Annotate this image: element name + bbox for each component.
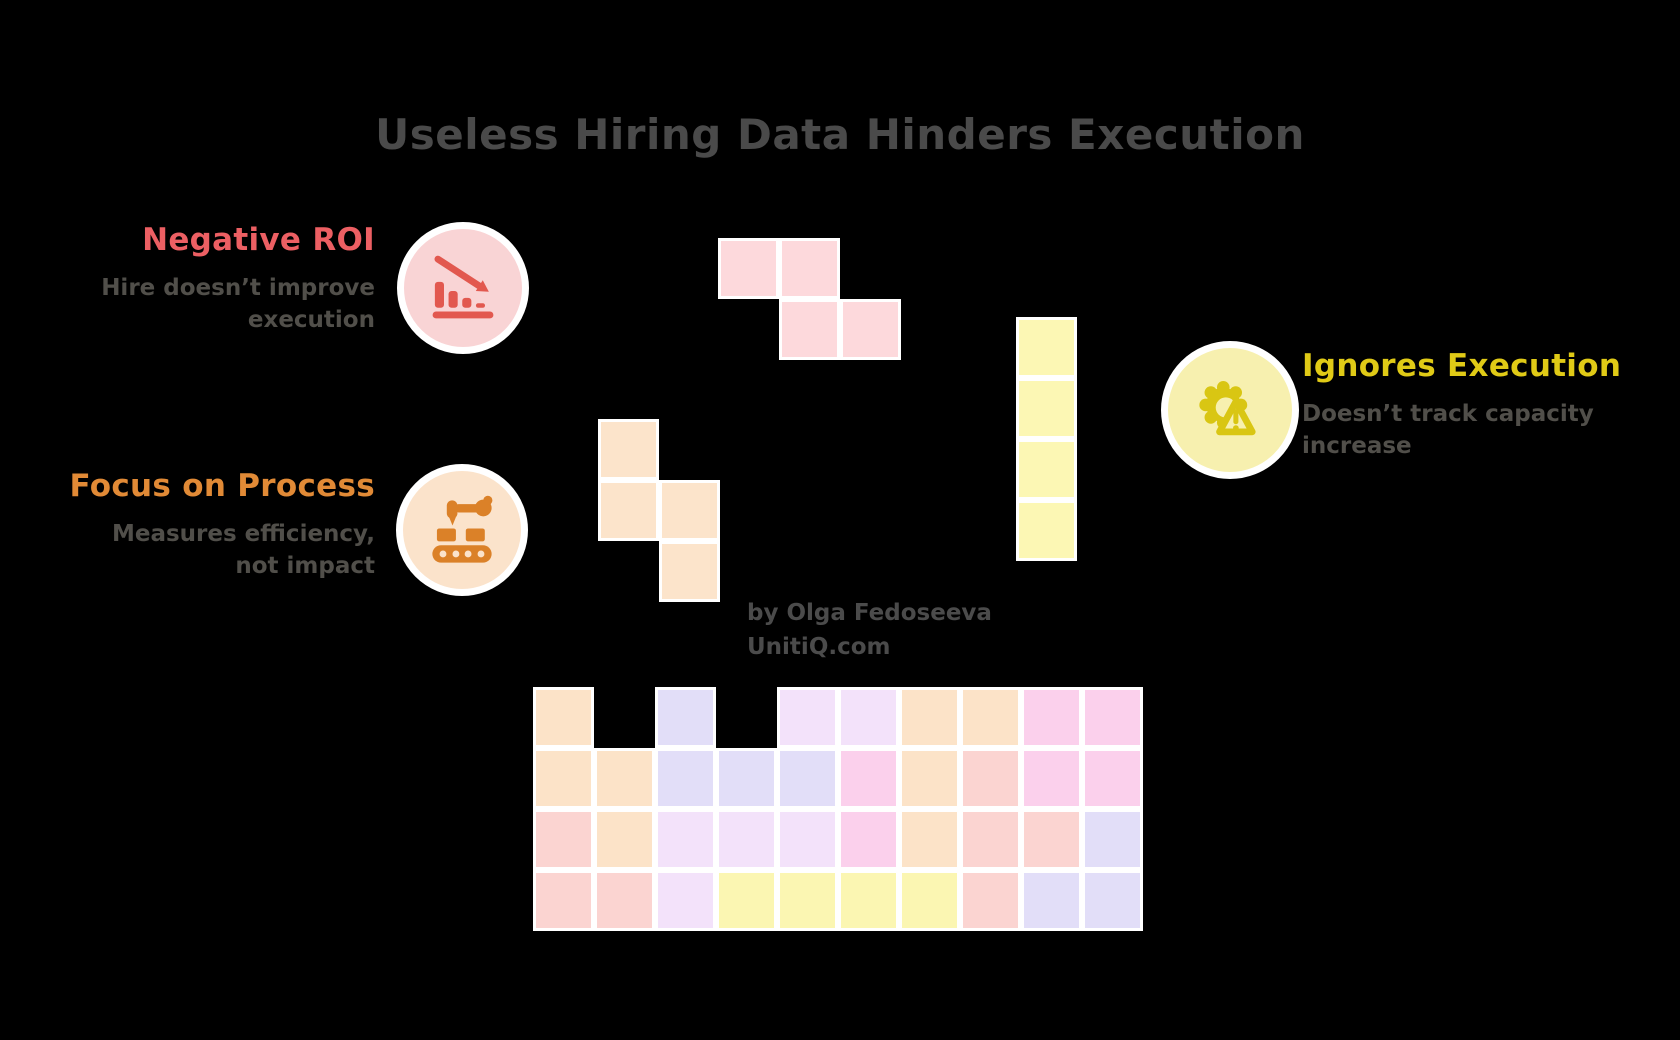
negative-roi-subtitle: Hire doesn’t improve execution xyxy=(101,272,375,336)
pink-z-piece xyxy=(718,238,901,360)
board-cell xyxy=(1021,809,1082,870)
piece-cell xyxy=(659,480,720,541)
page-title: Useless Hiring Data Hinders Execution xyxy=(375,110,1305,160)
board-cell xyxy=(960,687,1021,748)
board-cell xyxy=(594,748,655,809)
focus-on-process-subtitle: Measures efficiency, not impact xyxy=(70,518,375,582)
board-cell xyxy=(1082,870,1143,931)
board-cell xyxy=(960,809,1021,870)
board-cell xyxy=(716,809,777,870)
gear-warning-icon xyxy=(1199,381,1256,436)
piece-cell xyxy=(1016,317,1077,378)
negative-roi-callout: Negative ROI Hire doesn’t improve execut… xyxy=(101,222,375,336)
board-cell xyxy=(655,748,716,809)
board-cell xyxy=(655,687,716,748)
board-cell xyxy=(1082,748,1143,809)
piece-cell xyxy=(598,480,659,541)
piece-cell xyxy=(1016,500,1077,561)
conveyor-belt-icon xyxy=(432,495,493,563)
board-cell xyxy=(1082,687,1143,748)
piece-cell xyxy=(659,541,720,602)
focus-on-process-badge xyxy=(396,464,528,596)
board-cell xyxy=(960,748,1021,809)
board-cell xyxy=(1021,870,1082,931)
focus-subtitle-line1: Measures efficiency, xyxy=(111,521,375,547)
negative-roi-subtitle-line2: execution xyxy=(247,307,375,333)
board-cell xyxy=(899,870,960,931)
board-cell xyxy=(777,687,838,748)
peach-s-piece xyxy=(598,419,720,602)
board-cell xyxy=(777,809,838,870)
byline-site: UnitiQ.com xyxy=(747,634,891,660)
ignores-execution-badge xyxy=(1161,341,1299,479)
board-cell xyxy=(838,870,899,931)
piece-cell-empty xyxy=(598,541,659,602)
ignores-subtitle-line2: increase xyxy=(1302,433,1412,459)
board-cell xyxy=(777,870,838,931)
board-cell xyxy=(533,870,594,931)
ignores-execution-subtitle: Doesn’t track capacity increase xyxy=(1302,398,1621,462)
board-cell xyxy=(899,748,960,809)
piece-cell xyxy=(779,299,840,360)
board-cell xyxy=(777,748,838,809)
ignores-subtitle-line1: Doesn’t track capacity xyxy=(1302,401,1594,427)
negative-roi-badge xyxy=(397,222,529,354)
board-cell xyxy=(533,687,594,748)
byline: by Olga Fedoseeva UnitiQ.com xyxy=(747,596,992,664)
board-cell xyxy=(716,870,777,931)
piece-cell xyxy=(598,419,659,480)
piece-cell-empty xyxy=(718,299,779,360)
board-cell xyxy=(655,809,716,870)
focus-on-process-heading: Focus on Process xyxy=(69,468,375,504)
board-cell xyxy=(594,870,655,931)
board-cell xyxy=(1082,809,1143,870)
board-cell xyxy=(899,687,960,748)
focus-subtitle-line2: not impact xyxy=(235,553,375,579)
ignores-execution-heading: Ignores Execution xyxy=(1302,348,1622,384)
board-cell-empty xyxy=(716,687,777,748)
piece-cell xyxy=(779,238,840,299)
focus-on-process-callout: Focus on Process Measures efficiency, no… xyxy=(70,468,375,582)
negative-roi-subtitle-line1: Hire doesn’t improve xyxy=(101,275,375,301)
piece-cell xyxy=(718,238,779,299)
piece-cell xyxy=(840,299,901,360)
piece-cell xyxy=(1016,378,1077,439)
tetris-board xyxy=(533,687,1143,931)
board-cell xyxy=(716,748,777,809)
yellow-i-piece xyxy=(1016,317,1077,561)
board-cell xyxy=(533,748,594,809)
negative-roi-heading: Negative ROI xyxy=(142,222,375,258)
board-cell xyxy=(838,687,899,748)
board-cell xyxy=(1021,748,1082,809)
board-cell xyxy=(838,809,899,870)
ignores-execution-callout: Ignores Execution Doesn’t track capacity… xyxy=(1302,348,1621,462)
board-cell xyxy=(655,870,716,931)
board-cell xyxy=(533,809,594,870)
declining-chart-icon xyxy=(432,255,494,319)
board-cell xyxy=(838,748,899,809)
board-cell-empty xyxy=(594,687,655,748)
piece-cell xyxy=(1016,439,1077,500)
board-cell xyxy=(594,809,655,870)
piece-cell-empty xyxy=(840,238,901,299)
warning-triangle xyxy=(1216,398,1256,436)
board-cell xyxy=(899,809,960,870)
byline-author: by Olga Fedoseeva xyxy=(747,600,992,626)
piece-cell-empty xyxy=(659,419,720,480)
board-cell xyxy=(960,870,1021,931)
board-cell xyxy=(1021,687,1082,748)
